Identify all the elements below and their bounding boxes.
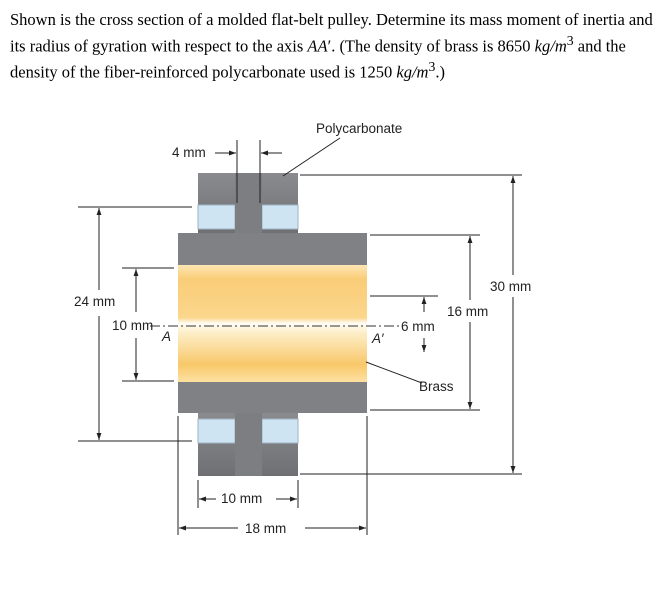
- brass-density-unit: kg/m: [534, 36, 567, 55]
- label-brass: Brass: [419, 379, 454, 394]
- upper-left-insert: [197, 204, 236, 230]
- hub-bottom-band: [178, 382, 367, 413]
- upper-right-insert: [261, 204, 299, 230]
- dim-18mm-label: 18 mm: [245, 521, 286, 536]
- brass-sleeve: [178, 265, 367, 382]
- upper-web: [235, 173, 262, 233]
- axis-label-a: A: [161, 329, 171, 344]
- axis-label-a-prime: A′: [371, 331, 384, 346]
- lower-right-insert: [261, 418, 299, 444]
- label-polycarbonate: Polycarbonate: [316, 121, 402, 136]
- dim-30mm-label: 30 mm: [490, 279, 531, 294]
- hub-top-band: [178, 233, 367, 265]
- axis-name: AA: [307, 36, 328, 55]
- dim-6mm-label: 6 mm: [401, 319, 435, 334]
- brass-leader: [365, 361, 423, 384]
- polycarbonate-density-exponent: 3: [428, 58, 436, 74]
- lower-web: [235, 412, 262, 476]
- brass-density-exponent: 3: [566, 32, 574, 48]
- problem-text-2: . (The density of brass is 8650: [331, 36, 535, 55]
- problem-text-4: .): [435, 62, 445, 81]
- polycarbonate-density-unit: kg/m: [396, 62, 429, 81]
- problem-statement: Shown is the cross section of a molded f…: [10, 10, 660, 83]
- lower-left-insert: [197, 418, 236, 444]
- dim-4mm-label: 4 mm: [172, 145, 206, 160]
- polycarbonate-leader: [282, 137, 341, 177]
- dim-16mm-label: 16 mm: [447, 304, 488, 319]
- dim-24mm-label: 24 mm: [74, 294, 115, 309]
- axis-prime: ′: [327, 36, 332, 55]
- dim-10mm-left-label: 10 mm: [112, 318, 153, 333]
- dim-10mm-bottom-label: 10 mm: [221, 491, 262, 506]
- problem-text-1: Shown is the cross section of a molded f…: [10, 10, 653, 55]
- problem-text-3: and the density of the fiber-reinforced …: [10, 36, 626, 81]
